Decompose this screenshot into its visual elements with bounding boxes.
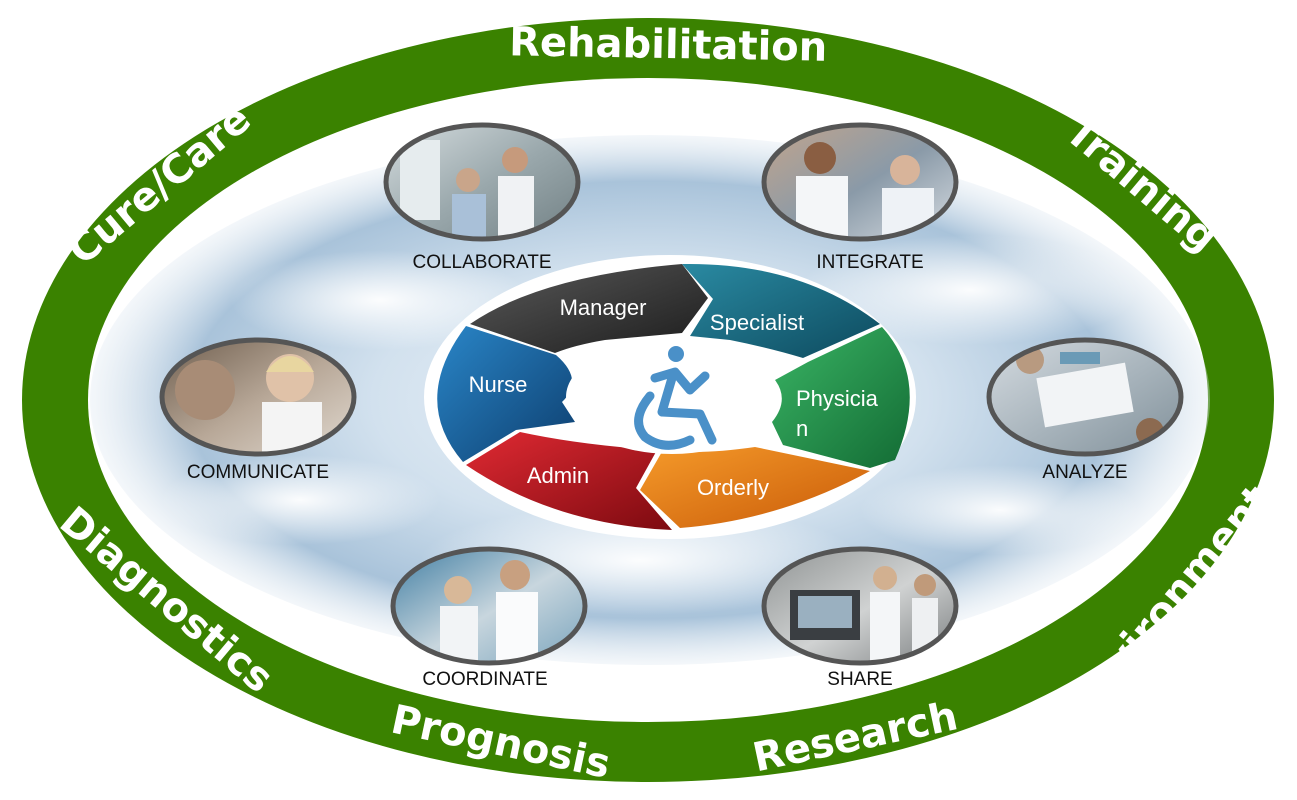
segment-physician (772, 327, 910, 468)
segment-manager (470, 264, 708, 353)
segment-label-manager: Manager (560, 295, 647, 320)
photo-caption-coordinate: COORDINATE (422, 669, 547, 690)
wheelchair-accessibility-icon (634, 346, 717, 450)
cloud (230, 250, 530, 350)
photo-share (761, 546, 959, 666)
segment-label-nurse: Nurse (469, 372, 528, 397)
photo-analyze (986, 337, 1184, 457)
cycle-center (566, 340, 778, 454)
ring-label-rehabilitation: Rehabilitation (509, 19, 828, 71)
segment-orderly (640, 447, 870, 528)
cloud (160, 455, 440, 545)
photo-caption-collaborate: COLLABORATE (412, 252, 551, 273)
photo-coordinate (390, 546, 588, 666)
segment-label-orderly: Orderly (697, 475, 769, 500)
segment-specialist (682, 263, 880, 358)
segment-label-physician-line1: Physicia (796, 386, 879, 411)
segment-admin (466, 432, 672, 530)
photo-collaborate (383, 122, 581, 242)
cloud (860, 465, 1140, 555)
cloud (800, 235, 1140, 345)
segment-label-physician-line2: n (796, 416, 808, 441)
photo-communicate (159, 337, 357, 457)
segment-label-specialist: Specialist (710, 310, 804, 335)
photo-caption-share: SHARE (827, 669, 892, 690)
photo-caption-analyze: ANALYZE (1042, 462, 1127, 483)
photo-caption-integrate: INTEGRATE (816, 252, 923, 273)
segment-nurse (437, 326, 575, 462)
segment-label-admin: Admin (527, 463, 589, 488)
photo-caption-communicate: COMMUNICATE (187, 462, 329, 483)
